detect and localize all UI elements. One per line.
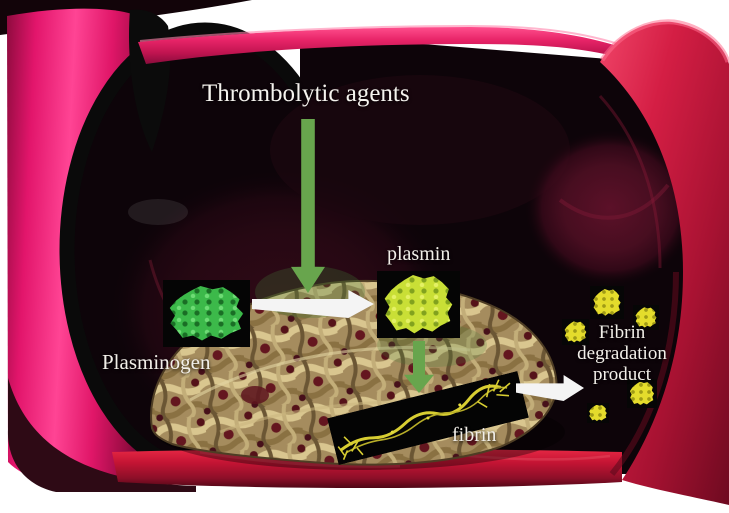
fdp-line-1: Fibrin [598,322,646,343]
plasmin-label: plasmin [387,243,451,265]
vessel-right-opening [599,19,729,506]
fibrin-fragment-icon [587,403,609,423]
fibrin-fragment-icon [590,286,624,319]
fibrin-strand-icon [327,371,529,465]
vessel-bottom-wall [112,449,622,488]
plasminogen-label: Plasminogen [102,350,211,374]
plasmin-molecule-box [377,271,460,338]
fdp-line-3: product [592,364,652,385]
fibrin-strand-box [327,371,529,465]
fibrin-fragment-icon [633,305,659,330]
plasmin-molecule-icon [384,275,453,334]
fibrin-fragment-icon [562,319,589,345]
red-blood-cell [525,130,695,286]
fdp-line-2: degradation [577,343,667,364]
plasminogen-molecule-icon [169,286,244,341]
fibrin-degradation-product-label: Fibrin degradation product [566,322,678,385]
fibrin-label: fibrin [452,424,497,446]
fibrin-fragment-icon [627,379,657,408]
figure-title: Thrombolytic agents [202,80,410,107]
plasminogen-molecule-box [163,280,250,347]
vessel-top-wall [138,27,640,64]
